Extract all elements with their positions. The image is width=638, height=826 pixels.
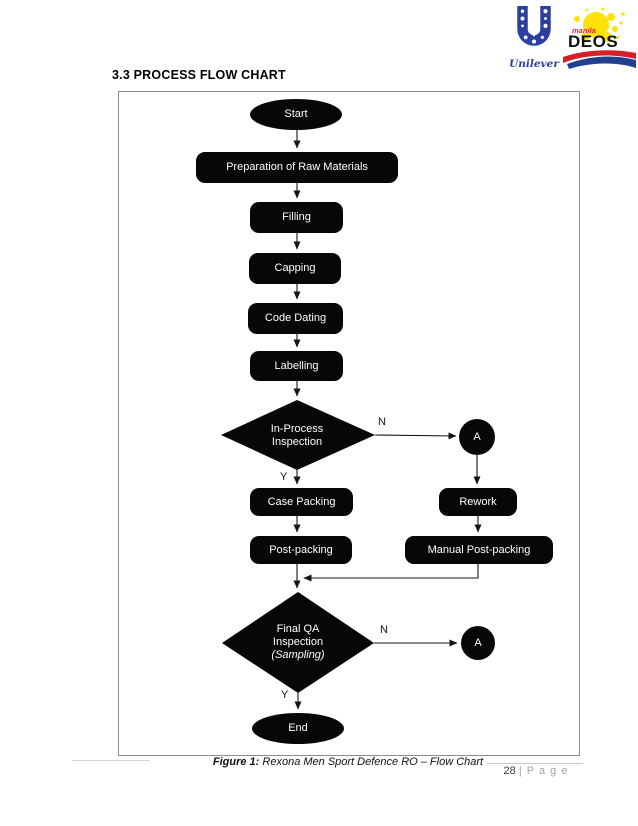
node-filling: Filling	[250, 202, 343, 233]
deos-wordmark: DEOS	[568, 32, 619, 51]
in-process-line1: In-Process	[270, 423, 324, 435]
node-manual-post-packing: Manual Post-packing	[405, 536, 553, 564]
node-preparation-of-raw-materials: Preparation of Raw Materials	[196, 152, 398, 183]
connector-a-2: A	[461, 626, 495, 660]
final-qa-line1: Final QA	[276, 623, 320, 635]
deos-manila-label: manila	[572, 26, 596, 35]
node-end: End	[252, 713, 344, 744]
unilever-logo: Unilever	[504, 6, 564, 74]
figure-caption-text: Rexona Men Sport Defence RO – Flow Chart	[262, 756, 484, 768]
node-capping: Capping	[249, 253, 341, 284]
node-code-dating: Code Dating	[248, 303, 343, 334]
final-qa-line3: (Sampling)	[271, 649, 325, 661]
unilever-wordmark: Unilever	[509, 58, 559, 70]
connector-a-1: A	[459, 419, 495, 455]
deos-logo: manila DEOS	[563, 7, 636, 71]
page-number-word: | P a g e	[518, 765, 569, 777]
figure-caption-prefix: Figure 1:	[212, 756, 260, 768]
branch-label-no-2: N	[380, 624, 388, 636]
node-final-qa-inspection-label: Final QA Inspection (Sampling)	[248, 623, 348, 662]
node-post-packing: Post-packing	[250, 536, 352, 564]
figure-caption: Figure 1: Rexona Men Sport Defence RO – …	[118, 756, 578, 768]
footer-left-rule	[72, 760, 150, 761]
branch-label-yes-2: Y	[281, 689, 289, 701]
node-start: Start	[250, 99, 342, 130]
page-number-value: 28	[503, 765, 516, 777]
unilever-u-icon	[517, 6, 551, 46]
section-title: 3.3 PROCESS FLOW CHART	[112, 68, 286, 82]
node-rework: Rework	[439, 488, 517, 516]
node-in-process-inspection-label: In-Process Inspection	[247, 423, 347, 449]
node-labelling: Labelling	[250, 351, 343, 381]
flowchart-frame	[118, 91, 580, 756]
branch-label-yes-1: Y	[280, 471, 288, 483]
in-process-line2: Inspection	[271, 436, 323, 448]
page-number: 28 | P a g e	[487, 765, 585, 777]
branch-label-no-1: N	[378, 416, 386, 428]
footer-right-rule	[487, 763, 583, 764]
final-qa-line2: Inspection	[272, 636, 324, 648]
node-case-packing: Case Packing	[250, 488, 353, 516]
deos-splash-icon	[563, 7, 636, 69]
